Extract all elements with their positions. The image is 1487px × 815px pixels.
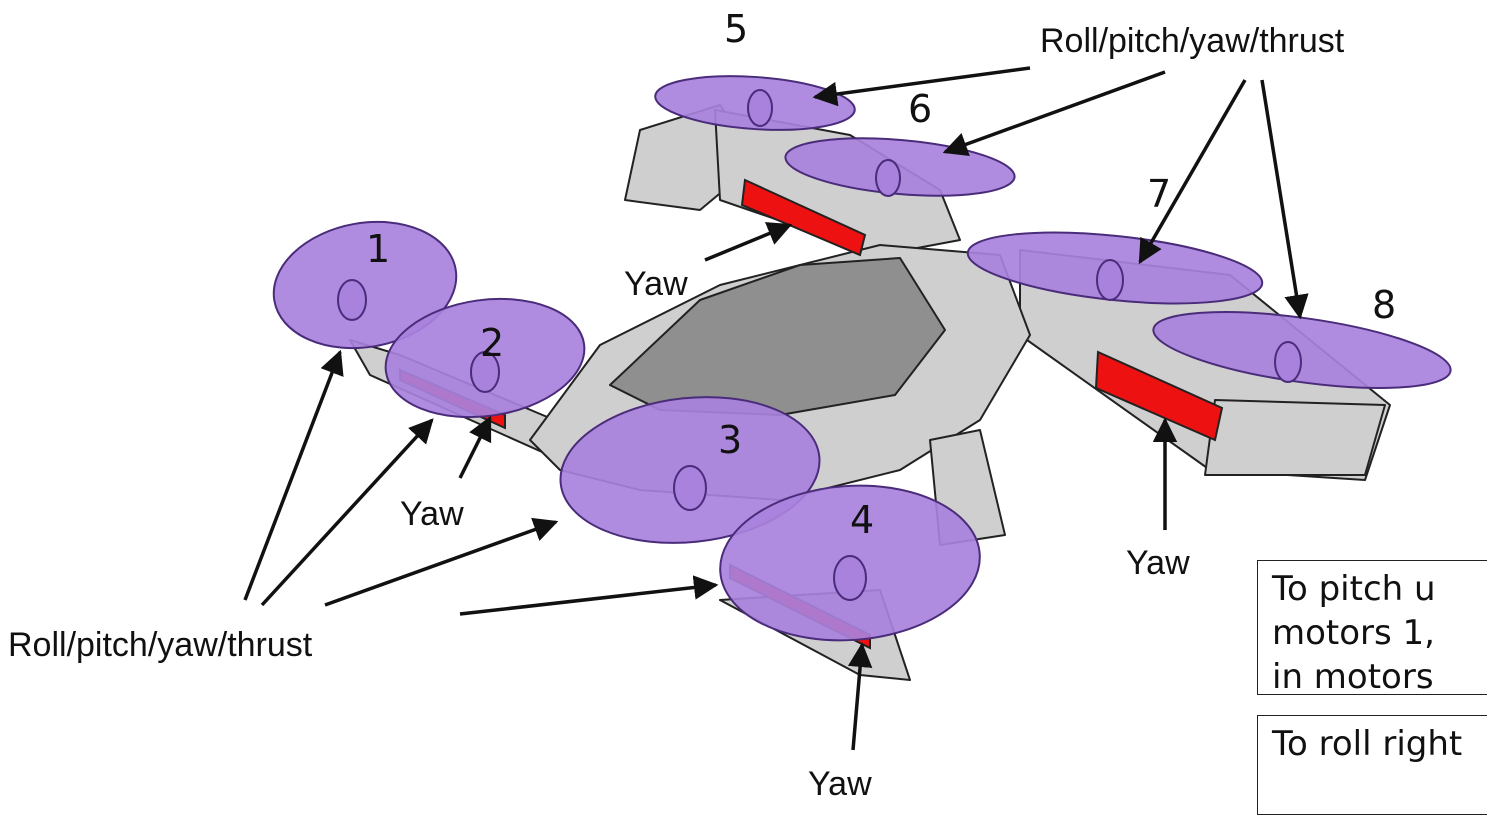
- arrow-yaw-bottom: [847, 642, 873, 751]
- motor-numbers: 1 2 3 4 5 6 7 8: [366, 7, 1396, 542]
- control-label-top: Roll/pitch/yaw/thrust: [1040, 22, 1345, 60]
- hub-6: [875, 159, 901, 197]
- arrow-left-to-4: [459, 575, 719, 616]
- roll-note-box: To roll right: [1257, 715, 1487, 815]
- arrows: [243, 66, 1309, 751]
- arrow-yaw-left: [458, 415, 492, 479]
- control-surface-rear: [740, 178, 867, 257]
- arrow-top-to-5: [812, 66, 1031, 107]
- hub-3: [673, 465, 707, 511]
- control-label-left: Roll/pitch/yaw/thrust: [8, 626, 313, 664]
- roll-note-line-1: To roll right: [1272, 724, 1463, 764]
- motor-number-5: 5: [724, 7, 748, 51]
- motor-number-6: 6: [908, 87, 932, 131]
- arrow-left-to-2: [260, 418, 434, 607]
- hub-1: [337, 279, 367, 321]
- right-wing-tip: [1204, 399, 1386, 476]
- hub-5: [747, 89, 773, 127]
- pitch-note-line-3: in motors: [1272, 657, 1434, 695]
- hub-8: [1274, 341, 1302, 383]
- motor-number-4: 4: [850, 498, 874, 542]
- arrow-left-to-3: [324, 517, 559, 607]
- motor-number-3: 3: [718, 418, 742, 462]
- arrow-top-to-6: [942, 70, 1166, 156]
- rotor-1: [272, 220, 458, 350]
- motor-number-1: 1: [366, 227, 390, 271]
- hub-7: [1096, 259, 1124, 301]
- arrow-top-to-8: [1260, 79, 1309, 320]
- motor-hubs: [337, 89, 1302, 601]
- motor-number-7: 7: [1147, 172, 1171, 216]
- hub-4: [833, 555, 867, 601]
- labels: Roll/pitch/yaw/thrust Roll/pitch/yaw/thr…: [8, 22, 1345, 803]
- rotors: [272, 75, 1452, 642]
- motor-number-2: 2: [480, 321, 504, 365]
- control-surface-right: [1094, 350, 1224, 442]
- arrow-yaw-rear: [704, 222, 793, 262]
- motor-number-8: 8: [1372, 283, 1396, 327]
- yaw-label-bottom: Yaw: [808, 765, 872, 803]
- arrow-left-to-1: [243, 349, 344, 601]
- pitch-note-box: To pitch u motors 1, in motors: [1257, 560, 1487, 695]
- hub-2: [470, 351, 500, 393]
- pitch-note-line-2: motors 1,: [1272, 613, 1435, 653]
- pitch-note-line-1: To pitch u: [1272, 569, 1436, 609]
- yaw-label-right: Yaw: [1126, 544, 1190, 582]
- yaw-label-left: Yaw: [400, 495, 464, 533]
- arrow-top-to-7: [1138, 79, 1247, 265]
- yaw-label-rear: Yaw: [624, 265, 688, 303]
